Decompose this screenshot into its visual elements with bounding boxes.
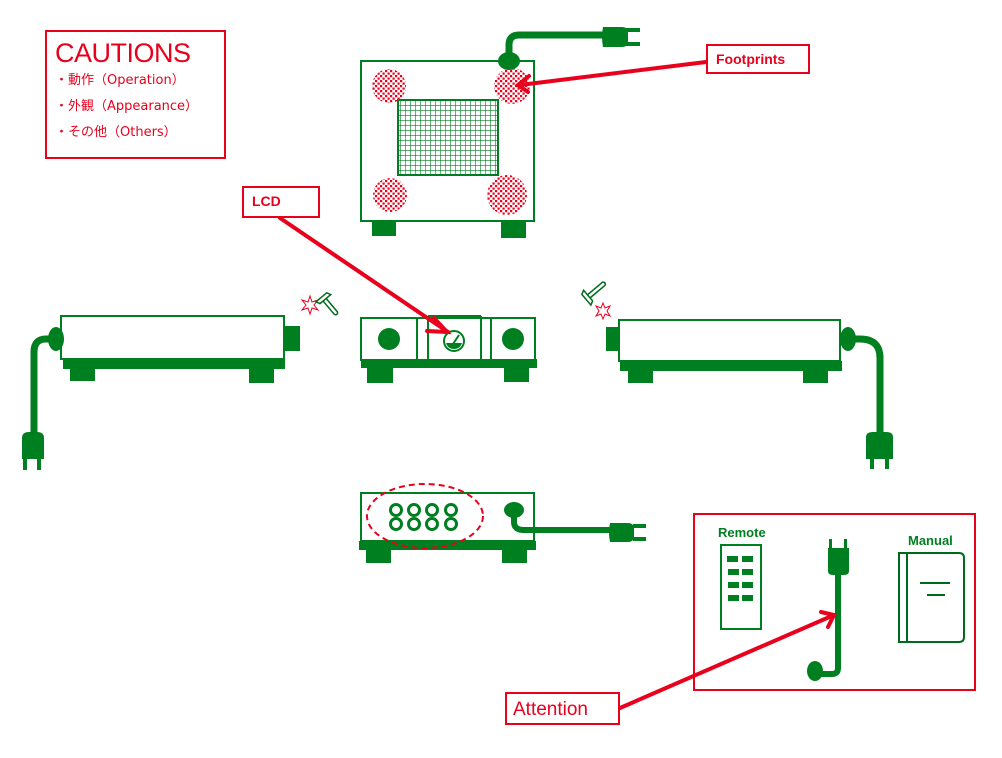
power-cord (498, 27, 640, 70)
lcd-gauge-icon (443, 330, 465, 352)
footprint-marker (372, 69, 406, 103)
plug-icon (866, 432, 893, 459)
vent-grid (397, 99, 499, 176)
highlight-ellipse (366, 483, 484, 549)
manual-book-icon (898, 552, 965, 643)
callout-arrows (278, 60, 837, 710)
foot-right (501, 221, 526, 238)
power-cord (22, 327, 64, 470)
power-cord-accessory-icon (807, 539, 849, 681)
foot-right (504, 367, 529, 382)
attention-arrow-head (819, 610, 837, 629)
cautions-title: CAUTIONS (55, 38, 191, 68)
foot-left (70, 368, 95, 381)
caution-item-operation: ・動作（Operation） (55, 73, 185, 88)
foot-left (372, 221, 396, 236)
foot-right (502, 549, 527, 563)
footprints-arrow (518, 60, 708, 87)
hammer-impact-icon (300, 291, 339, 316)
plug-icon (22, 432, 44, 459)
caution-item-others: ・その他（Others） (55, 125, 177, 140)
front-view (360, 315, 537, 383)
foot-left (628, 370, 653, 383)
plug-icon (828, 548, 849, 575)
remote-label: Remote (718, 525, 766, 540)
lcd-callout: LCD (242, 186, 320, 218)
hammer-impact-icon (580, 281, 612, 321)
foot-left (367, 367, 393, 383)
foot-right (249, 368, 274, 383)
side-connector (285, 326, 300, 351)
knob-right (502, 328, 524, 350)
footprint-marker (487, 175, 527, 215)
plug-icon (602, 27, 628, 47)
foot-left (366, 549, 391, 563)
lcd-arrow (278, 216, 450, 334)
attention-callout: Attention (505, 692, 620, 725)
foot-right (803, 370, 828, 383)
power-cord (504, 502, 646, 542)
footprint-marker (373, 178, 407, 212)
lcd-arrow-head (425, 316, 452, 335)
manual-label: Manual (908, 533, 953, 548)
plug-icon (609, 523, 634, 542)
side-connector (606, 327, 620, 351)
left-side-view (22, 291, 339, 470)
cautions-legend: CAUTIONS ・動作（Operation） ・外観（Appearance） … (45, 30, 226, 159)
power-cord (840, 327, 893, 469)
rear-view (359, 483, 646, 563)
accessories-box (693, 513, 976, 691)
right-side-view (580, 281, 893, 469)
bottom-view (360, 27, 640, 238)
footprints-arrow-head (514, 74, 531, 94)
knob-left (378, 328, 400, 350)
attention-arrow (618, 613, 836, 710)
remote-control-icon (720, 544, 762, 630)
footprint-marker (494, 68, 530, 104)
connector-cluster-icon (389, 503, 458, 531)
footprints-callout: Footprints (706, 44, 810, 74)
caution-item-appearance: ・外観（Appearance） (55, 99, 199, 114)
